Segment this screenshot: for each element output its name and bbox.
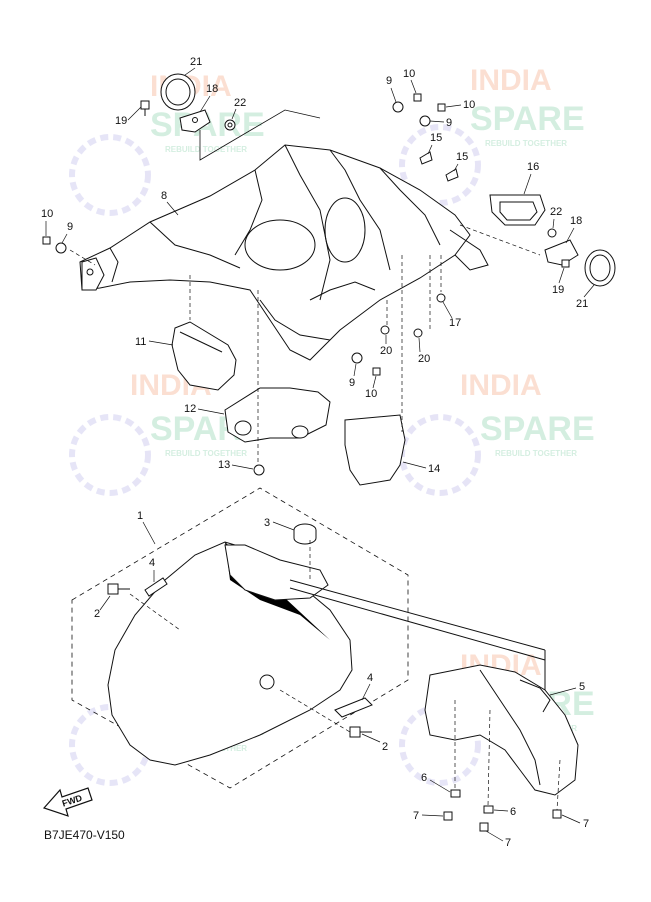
callout-9: 9 xyxy=(386,75,392,87)
callout-13: 13 xyxy=(218,459,230,471)
nut-part-13 xyxy=(253,464,265,476)
cover-part-11 xyxy=(171,321,237,391)
watermark-group: INDIA SPARE REBUILD TOGETHER INDIA SPARE… xyxy=(69,64,595,786)
callout-labels: 1 2 2 3 4 4 5 6 6 7 7 7 8 9 9 9 9 10 1 xyxy=(41,56,595,849)
watermark-logo: INDIA SPARE REBUILD TOGETHER xyxy=(399,64,585,206)
callout-9: 9 xyxy=(446,117,452,129)
callout-7: 7 xyxy=(505,837,511,849)
bolt-part-19-right xyxy=(561,259,570,268)
callout-7: 7 xyxy=(583,818,589,830)
watermark-tagline: REBUILD TOGETHER xyxy=(165,145,247,154)
guide-lines-lower xyxy=(129,540,561,811)
callout-11: 11 xyxy=(135,336,146,348)
washer-part-9 xyxy=(351,352,363,364)
watermark-line1: INDIA xyxy=(470,64,552,97)
callout-22: 22 xyxy=(234,97,246,109)
callout-21: 21 xyxy=(576,298,588,310)
front-fender-assembly-part-1 xyxy=(71,487,409,789)
fasteners-lower xyxy=(443,789,562,832)
reflector-part-16 xyxy=(489,194,546,226)
callout-10: 10 xyxy=(41,208,53,220)
callout-15: 15 xyxy=(430,132,442,144)
callout-16: 16 xyxy=(527,161,539,173)
callout-2: 2 xyxy=(382,741,388,753)
nut-part-20 xyxy=(413,328,423,338)
watermark-logo: INDIA SPARE REBUILD TOGETHER xyxy=(69,70,265,216)
callout-17: 17 xyxy=(449,317,461,329)
callout-18: 18 xyxy=(206,83,218,95)
cap-part-3 xyxy=(293,523,317,545)
leader-line xyxy=(199,109,321,161)
callout-1: 1 xyxy=(137,510,143,522)
cover-part-12 xyxy=(224,387,331,443)
fender-rear-part-5 xyxy=(424,664,579,796)
screw-part-7 xyxy=(443,811,453,821)
watermark-line2: SPARE xyxy=(470,100,585,138)
screw-part-7 xyxy=(479,822,489,832)
bolt-part-19-left xyxy=(140,100,150,116)
callout-9: 9 xyxy=(67,221,73,233)
bracket-right-part-18 xyxy=(544,239,579,266)
callout-18: 18 xyxy=(570,215,582,227)
watermark-line1: INDIA xyxy=(460,369,542,402)
bracket-left-part-18 xyxy=(179,109,211,133)
bolt-part-10 xyxy=(42,236,51,245)
callout-10: 10 xyxy=(463,99,475,111)
nut-part-17 xyxy=(436,293,446,303)
callout-4: 4 xyxy=(367,672,373,684)
watermark-tagline: REBUILD TOGETHER xyxy=(495,449,577,458)
callout-22: 22 xyxy=(550,206,562,218)
callout-4: 4 xyxy=(149,557,155,569)
fasteners-upper xyxy=(42,93,459,376)
strip-part-4 xyxy=(144,577,373,718)
callout-19: 19 xyxy=(115,115,127,127)
watermark-logo: INDIA SPARE REBUILD TOGETHER xyxy=(399,369,595,496)
bolt-part-10 xyxy=(413,93,422,102)
washer-part-9 xyxy=(419,115,431,127)
collar-part-6 xyxy=(483,805,494,814)
watermark-tagline: REBUILD TOGETHER xyxy=(485,139,567,148)
watermark-line2: SPARE xyxy=(150,106,265,144)
clip-part-15 xyxy=(445,168,459,182)
callout-10: 10 xyxy=(403,68,415,80)
bolt-part-2 xyxy=(107,583,372,738)
callout-12: 12 xyxy=(184,403,196,415)
callout-8: 8 xyxy=(161,190,167,202)
callout-6: 6 xyxy=(421,772,427,784)
guide-lines-upper xyxy=(69,224,541,462)
callout-3: 3 xyxy=(264,517,270,529)
callout-6: 6 xyxy=(510,806,516,818)
callout-15: 15 xyxy=(456,151,468,163)
washer-part-9 xyxy=(55,242,67,254)
callout-2: 2 xyxy=(94,608,100,620)
diagram-code: B7JE470-V150 xyxy=(44,828,125,842)
reflector-right-part-21 xyxy=(584,249,616,287)
callout-5: 5 xyxy=(579,681,585,693)
watermark-line2: SPARE xyxy=(480,410,595,448)
callout-19: 19 xyxy=(552,284,564,296)
callout-10: 10 xyxy=(365,388,377,400)
watermark-tagline: REBUILD TOGETHER xyxy=(165,449,247,458)
bolt-part-10 xyxy=(372,367,381,376)
fwd-arrow-icon: FWD xyxy=(42,787,93,817)
washer-part-9 xyxy=(392,101,404,113)
cover-part-14 xyxy=(344,414,406,486)
callout-9: 9 xyxy=(349,377,355,389)
inner-fender-part-8 xyxy=(79,144,489,361)
reflector-left-part-21 xyxy=(160,73,196,111)
callout-20: 20 xyxy=(418,353,430,365)
callout-20: 20 xyxy=(380,345,392,357)
nut-part-22-left xyxy=(224,119,236,131)
bolt-part-10 xyxy=(437,103,446,112)
nut-part-20 xyxy=(380,325,390,335)
callout-21: 21 xyxy=(190,56,202,68)
screw-part-7 xyxy=(552,809,562,819)
collar-part-6 xyxy=(450,789,461,798)
clip-part-15 xyxy=(419,151,433,165)
rod-lines xyxy=(289,579,546,690)
callout-14: 14 xyxy=(428,463,440,475)
nut-part-22-right xyxy=(547,228,557,238)
callout-7: 7 xyxy=(413,810,419,822)
